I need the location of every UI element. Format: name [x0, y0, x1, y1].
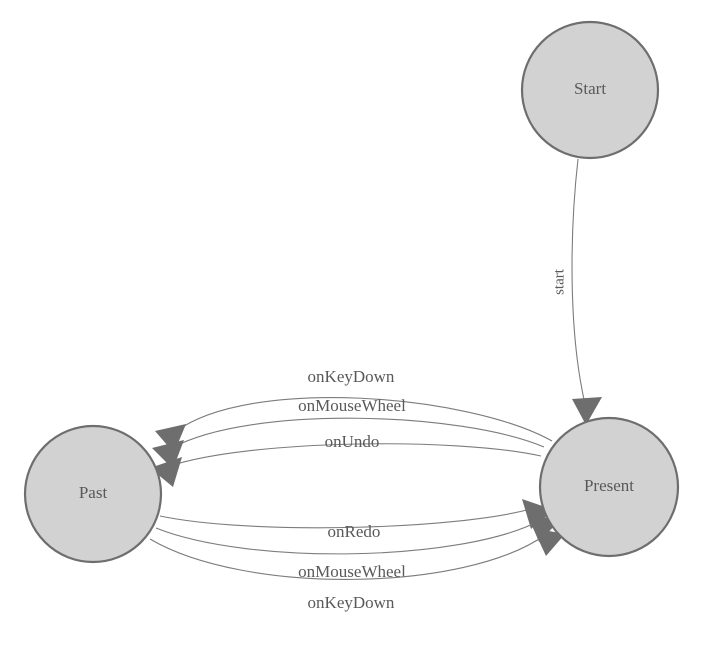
edge-past-to-present-onmousewheel-path	[155, 520, 540, 555]
arrowhead-present-to-past-onkeydown	[155, 424, 186, 453]
node-start[interactable]: Start	[520, 20, 660, 160]
edge-present-to-past-onmousewheel[interactable]: onMouseWheel	[152, 396, 545, 469]
arrowhead-past-to-present-onkeydown	[533, 528, 565, 556]
arrowhead-past-to-present-onredo	[522, 499, 554, 529]
edge-present-to-past-onkeydown[interactable]: onKeyDown	[155, 367, 553, 453]
node-start-label: Start	[574, 79, 606, 98]
node-present[interactable]: Present	[538, 416, 680, 558]
node-present-label: Present	[584, 476, 634, 495]
edge-past-to-present-onredo-path	[159, 507, 535, 529]
edge-present-to-past-onundo[interactable]: onUndo	[150, 432, 542, 487]
edge-past-to-present-onredo[interactable]: onRedo	[159, 499, 554, 541]
node-past-circle	[23, 424, 163, 564]
arrowhead-present-to-past-onmousewheel	[152, 440, 184, 469]
edge-start-to-present-path	[571, 158, 586, 405]
edge-present-to-past-onundo-path	[169, 443, 542, 467]
edge-start-to-present[interactable]: start	[551, 158, 602, 425]
edge-label-present-to-past-onkeydown: onKeyDown	[308, 367, 395, 386]
edge-past-to-present-onkeydown[interactable]: onKeyDown	[149, 528, 565, 612]
edge-label-past-to-present-onredo: onRedo	[328, 522, 381, 541]
node-past[interactable]: Past	[23, 424, 163, 564]
node-past-label: Past	[79, 483, 108, 502]
arrowhead-start-to-present	[572, 397, 602, 425]
edge-label-present-to-past-onmousewheel: onMouseWheel	[298, 396, 406, 415]
arrowhead-present-to-past-onundo	[150, 457, 182, 487]
node-present-circle	[538, 416, 680, 558]
edge-present-to-past-onmousewheel-path	[171, 417, 545, 449]
node-start-circle	[520, 20, 660, 160]
edge-past-to-present-onkeydown-path	[149, 534, 546, 580]
edge-label-present-to-past-onundo: onUndo	[325, 432, 380, 451]
edge-past-to-present-onmousewheel[interactable]: onMouseWheel	[155, 513, 559, 581]
edge-label-past-to-present-onmousewheel: onMouseWheel	[298, 562, 406, 581]
edge-label-start: start	[551, 268, 567, 295]
edge-present-to-past-onkeydown-path	[174, 396, 553, 442]
edge-label-past-to-present-onkeydown: onKeyDown	[308, 593, 395, 612]
